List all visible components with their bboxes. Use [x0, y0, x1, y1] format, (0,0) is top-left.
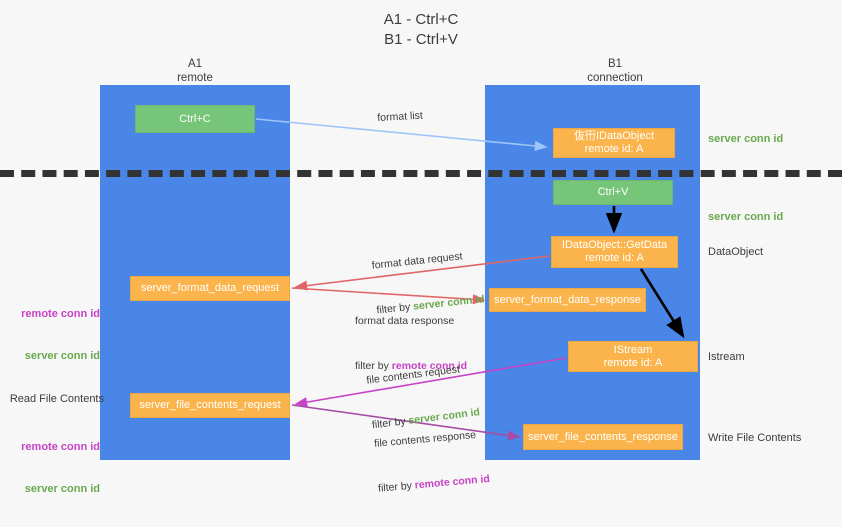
- column-a1-name: A1: [187, 58, 203, 70]
- side-label-write-file-contents: Write File Contents: [708, 432, 802, 444]
- edge-label-format-data-response: format data response filter by remote co…: [355, 284, 467, 404]
- side-label-server-conn-id-top: server conn id: [708, 133, 784, 145]
- edge-label-format-data-response-line1: format data response: [355, 315, 455, 327]
- edge-label-format-list: format list: [377, 109, 423, 126]
- edge-label-format-data-response-filter: filter by remote conn id: [355, 359, 467, 374]
- column-header-b1: B1 connection: [525, 57, 705, 85]
- edge-label-format-data-request-line1: format data request: [371, 250, 464, 272]
- arrow-format-data-response: [291, 287, 486, 305]
- connector-layer: [255, 118, 685, 441]
- column-header-a1: A1 remote: [105, 57, 285, 85]
- edge-label-file-contents-response-filter: filter by remote conn id: [378, 472, 491, 497]
- box-getdata-subtitle: remote id: A: [585, 252, 644, 264]
- side-label-remote-conn-id: remote conn id: [21, 441, 100, 453]
- title-line-2: B1 - Ctrl+V: [384, 31, 458, 48]
- side-label-conn-ids-top: remote conn id server conn id: [8, 279, 100, 391]
- box-server-format-data-response[interactable]: server_format_data_response: [489, 288, 646, 312]
- filter-prefix: filter by: [355, 360, 392, 372]
- side-label-conn-ids-bottom: remote conn id server conn id: [8, 412, 100, 524]
- side-label-dataobject: DataObject: [708, 246, 764, 258]
- edge-label-format-list-text: format list: [377, 109, 424, 124]
- box-ctrl-v-label: Ctrl+V: [597, 186, 629, 198]
- side-label-server-conn-id-mid: server conn id: [708, 211, 784, 223]
- arrow-file-contents-request: [294, 357, 567, 408]
- side-label-istream: Istream: [708, 351, 745, 363]
- column-a1-role: remote: [177, 72, 213, 84]
- box-idataobject-subtitle: remote id: A: [584, 143, 644, 155]
- edge-label-file-contents-response: file contents response filter by remote …: [371, 397, 493, 526]
- arrow-format-data-request: [294, 255, 550, 291]
- side-label-server-conn-id: server conn id: [24, 483, 100, 495]
- edge-label-file-contents-request-line1: file contents request: [365, 363, 461, 387]
- box-istream-subtitle: remote id: A: [603, 356, 663, 369]
- column-b1-role: connection: [587, 72, 643, 84]
- box-server-file-contents-request[interactable]: server_file_contents_request: [130, 393, 290, 418]
- filter-key-remote-conn-id: remote conn id: [391, 360, 468, 372]
- page-title: A1 - Ctrl+C B1 - Ctrl+V: [0, 10, 842, 50]
- box-istream-title: IStream: [613, 343, 653, 356]
- diagram-canvas: A1 - Ctrl+C B1 - Ctrl+V A1 remote B1 connec…: [0, 10, 842, 495]
- side-label-remote-conn-id: remote conn id: [21, 308, 100, 320]
- box-server-file-contents-response-label: server_file_contents_response: [528, 430, 678, 443]
- box-server-file-contents-response[interactable]: server_file_contents_response: [523, 424, 683, 450]
- box-server-file-contents-request-label: server_file_contents_request: [139, 399, 281, 411]
- arrow-getdata-to-istream: [639, 268, 685, 339]
- side-label-read-file-contents: Read File Contents: [9, 393, 104, 405]
- box-getdata-title: IDataObject::GetData: [561, 239, 668, 251]
- box-ctrl-c-label: Ctrl+C: [179, 112, 211, 125]
- box-idataobject-title: 伖衎IDataObject: [573, 130, 655, 142]
- box-ctrl-c[interactable]: Ctrl+C: [135, 105, 255, 133]
- box-server-format-data-request[interactable]: server_format_data_request: [130, 276, 290, 301]
- box-server-format-data-request-label: server_format_data_request: [140, 282, 280, 294]
- arrow-format-list: [255, 118, 548, 152]
- arrow-file-contents-response: [291, 404, 521, 441]
- box-server-format-data-response-label: server_format_data_response: [494, 293, 641, 306]
- phase-divider: [0, 170, 842, 177]
- column-b1-name: B1: [607, 58, 623, 70]
- title-line-1: A1 - Ctrl+C: [383, 11, 459, 28]
- box-ctrl-v[interactable]: Ctrl+V: [553, 180, 673, 205]
- edge-label-file-contents-response-line1: file contents response: [373, 428, 477, 450]
- filter-key-remote-conn-id: remote conn id: [414, 472, 491, 492]
- side-label-server-conn-id: server conn id: [24, 350, 100, 362]
- filter-prefix: filter by: [377, 479, 416, 495]
